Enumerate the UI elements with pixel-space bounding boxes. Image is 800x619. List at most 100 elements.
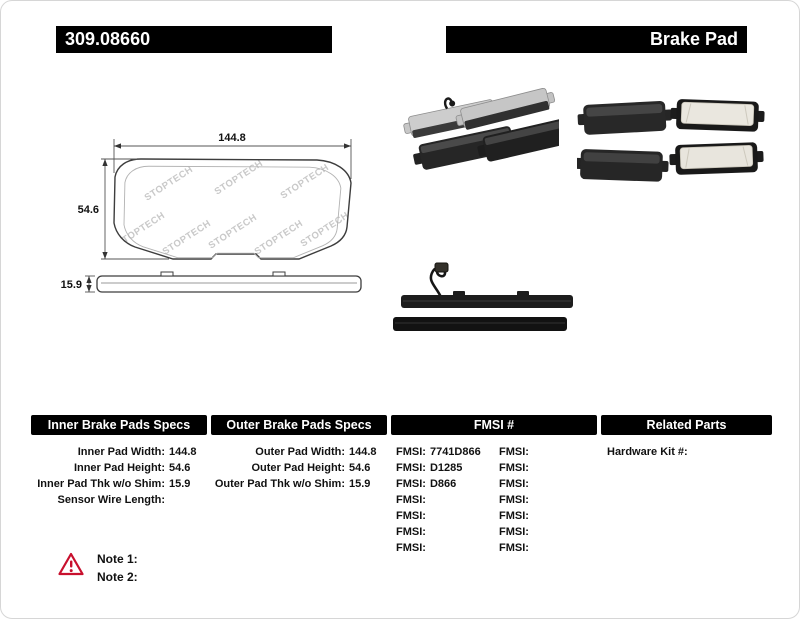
fmsi-column-primary: FMSI: 7741D866 FMSI: D1285 FMSI: D866 FM…: [391, 444, 494, 556]
fmsi-row: FMSI:: [494, 444, 597, 460]
fmsi-value: [529, 476, 533, 492]
outer-specs-table: Outer Brake Pads Specs Outer Pad Width: …: [211, 415, 387, 492]
spec-label: Inner Pad Thk w/o Shim:: [37, 478, 165, 490]
part-number-bar: 309.08660: [56, 26, 332, 53]
brake-pad-technical-drawing: STOPTECH STOPTECH STOPTECH STOPTECH STOP…: [61, 132, 362, 293]
inner-specs-header: Inner Brake Pads Specs: [31, 415, 207, 435]
fmsi-value: [529, 540, 533, 556]
watermark-text: STOPTECH: [279, 162, 332, 201]
note-2-label: Note 2:: [97, 570, 138, 584]
fmsi-label: FMSI:: [499, 462, 529, 474]
fmsi-value: [529, 444, 533, 460]
outer-spec-row: Outer Pad Thk w/o Shim: 15.9: [211, 476, 387, 492]
watermark-text: STOPTECH: [143, 164, 196, 203]
spec-label: Inner Pad Width:: [77, 446, 165, 458]
fmsi-label: FMSI:: [396, 526, 426, 538]
warning-triangle-icon: [58, 552, 84, 576]
watermark-text: STOPTECH: [207, 212, 260, 251]
fmsi-label: FMSI:: [396, 478, 426, 490]
fmsi-row: FMSI:: [494, 540, 597, 556]
fmsi-value: [426, 508, 430, 524]
inner-specs-table: Inner Brake Pads Specs Inner Pad Width: …: [31, 415, 207, 508]
inner-spec-row: Sensor Wire Length:: [31, 492, 207, 508]
thickness-dimension-lines: [85, 275, 95, 293]
related-parts-header: Related Parts: [601, 415, 772, 435]
spec-label: Outer Pad Thk w/o Shim:: [214, 478, 345, 490]
sensor-wire-connector: [429, 262, 449, 298]
fmsi-row: FMSI:: [391, 508, 494, 524]
fmsi-value: [426, 492, 430, 508]
product-photo-pad-set-grid: [577, 99, 765, 182]
width-dimension-lines: [113, 139, 352, 179]
fmsi-row: FMSI:: [494, 460, 597, 476]
spec-value: 54.6: [169, 462, 191, 474]
pad-photo-dark-bottom-left: [577, 149, 669, 182]
fmsi-value: D1285: [429, 462, 463, 474]
pad-photo-dark-top-left: [577, 100, 672, 135]
spec-value: 144.8: [349, 446, 377, 458]
fmsi-row: FMSI:: [391, 524, 494, 540]
pad-photo-front-right: [477, 117, 559, 162]
fmsi-value: [529, 460, 533, 476]
inner-spec-row: Inner Pad Width: 144.8: [31, 444, 207, 460]
pad-photo-friction-top-right: [670, 99, 765, 132]
fmsi-table: FMSI # FMSI: 7741D866 FMSI: D1285 FMSI: …: [391, 415, 597, 556]
fmsi-label: FMSI:: [396, 494, 426, 506]
pad-edge-lower: [393, 317, 567, 331]
outer-spec-row: Outer Pad Width: 144.8: [211, 444, 387, 460]
fmsi-value: [529, 492, 533, 508]
fmsi-column-secondary: FMSI: FMSI: FMSI: FMSI: FMSI:: [494, 444, 597, 556]
fmsi-label: FMSI:: [396, 446, 426, 458]
spec-label: Outer Pad Height:: [251, 462, 345, 474]
fmsi-value: [426, 524, 430, 540]
watermark-text: STOPTECH: [253, 218, 306, 257]
spec-label: Inner Pad Height:: [73, 462, 165, 474]
pad-photo-back-right: [455, 87, 556, 130]
product-name-bar: Brake Pad: [446, 26, 747, 53]
height-dimension-label: 54.6: [78, 204, 99, 216]
fmsi-label: FMSI:: [499, 446, 529, 458]
fmsi-row: FMSI:: [494, 508, 597, 524]
spec-label: Outer Pad Width:: [255, 446, 345, 458]
fmsi-label: FMSI:: [396, 510, 426, 522]
pad-photo-friction-bottom-right: [669, 142, 764, 175]
pad-edge-upper: [401, 291, 573, 308]
fmsi-row: FMSI:: [494, 476, 597, 492]
spec-value: [165, 492, 207, 508]
spec-value: 144.8: [169, 446, 197, 458]
inner-spec-row: Inner Pad Height: 54.6: [31, 460, 207, 476]
fmsi-label: FMSI:: [499, 526, 529, 538]
fmsi-label: FMSI:: [499, 478, 529, 490]
fmsi-value: [426, 540, 430, 556]
related-part-label: Hardware Kit #:: [607, 446, 688, 458]
sensor-wire-clip: [449, 100, 456, 107]
fmsi-value: [529, 524, 533, 540]
part-number: 309.08660: [65, 29, 151, 49]
width-dimension-label: 144.8: [218, 132, 246, 144]
fmsi-label: FMSI:: [499, 494, 529, 506]
product-name: Brake Pad: [649, 29, 738, 49]
watermark-text: STOPTECH: [299, 210, 352, 249]
fmsi-row: FMSI: D866: [391, 476, 494, 492]
watermark-text: STOPTECH: [161, 218, 214, 257]
pad-side-profile: [96, 271, 362, 293]
thickness-dimension-label: 15.9: [61, 279, 82, 291]
watermark-text: STOPTECH: [213, 158, 266, 197]
inner-spec-row: Inner Pad Thk w/o Shim: 15.9: [31, 476, 207, 492]
related-part-value: [688, 444, 692, 460]
spec-value: 15.9: [169, 478, 191, 490]
fmsi-row: FMSI: 7741D866: [391, 444, 494, 460]
fmsi-header: FMSI #: [391, 415, 597, 435]
fmsi-label: FMSI:: [396, 542, 426, 554]
notes-section: Note 1: Note 2:: [58, 550, 138, 586]
spec-value: 15.9: [349, 478, 371, 490]
fmsi-value: 7741D866: [429, 446, 481, 458]
watermark-text: STOPTECH: [115, 210, 168, 249]
note-1-label: Note 1:: [97, 552, 138, 566]
stoptech-watermark: STOPTECH STOPTECH STOPTECH STOPTECH STOP…: [115, 158, 352, 258]
related-part-row: Hardware Kit #:: [601, 444, 772, 460]
spec-value: 54.6: [349, 462, 371, 474]
fmsi-label: FMSI:: [499, 510, 529, 522]
spec-label: Sensor Wire Length:: [57, 494, 165, 506]
